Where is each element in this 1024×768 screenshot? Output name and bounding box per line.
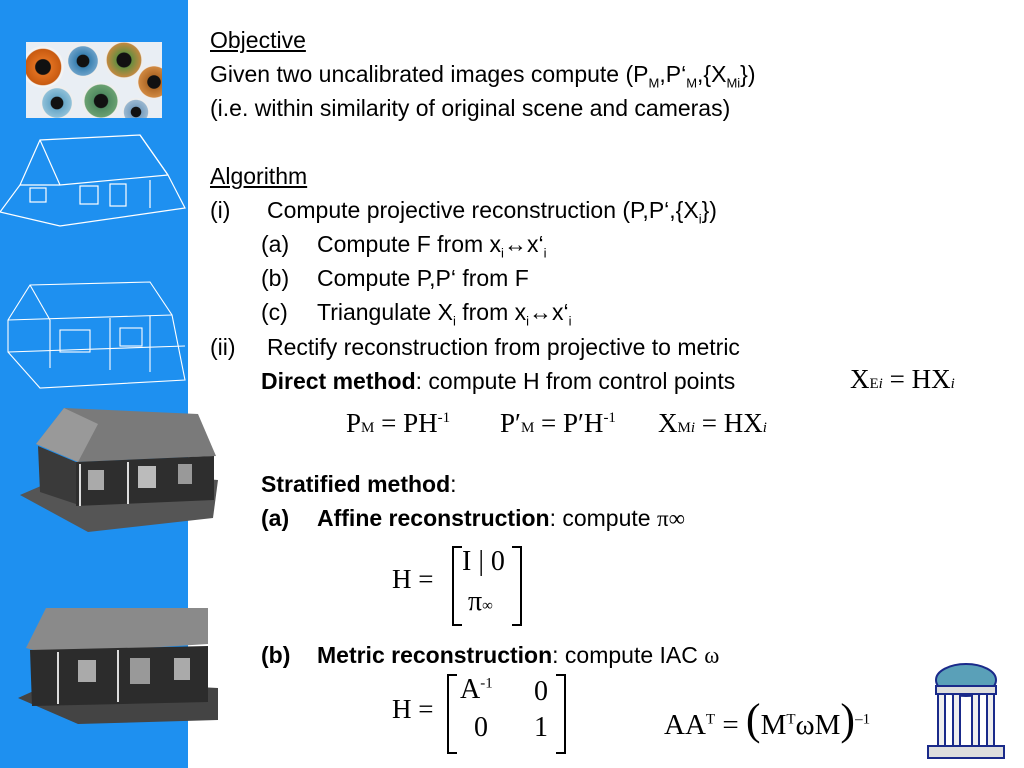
rotunda-logo (927, 663, 1005, 759)
xm-equation: XMi = HXi (658, 408, 767, 438)
h-metric-lhs: H = (392, 694, 434, 724)
pm-equation: PM = PH-1 (346, 408, 451, 438)
algorithm-heading: Algorithm (210, 163, 308, 189)
step-i-b: (b)Compute P,P‘ from F (261, 265, 529, 291)
h-affine-right-bracket (512, 546, 522, 626)
h-affine-lhs: H = (392, 564, 434, 594)
h-affine-row-1: I | 0 (462, 546, 505, 577)
affine-step: (a)Affine reconstruction: compute π∞ (261, 505, 685, 531)
house-photo-2 (18, 608, 218, 724)
ppm-equation: P′M = P′H-1 (500, 408, 616, 438)
step-ii: (ii)Rectify reconstruction from projecti… (210, 334, 740, 360)
h-metric-a11: A-1 (460, 674, 493, 705)
h-affine-left-bracket (452, 546, 462, 626)
objective-heading: Objective (210, 27, 306, 53)
h-metric-right-bracket (556, 674, 566, 754)
objective-line-1: Given two uncalibrated images compute (P… (210, 61, 756, 91)
aat-equation: AAT = (MTωM)–1 (664, 695, 871, 744)
step-i: (i)Compute projective reconstruction (P,… (210, 197, 717, 227)
house-wireframe-textured (7, 281, 186, 389)
step-i-a: (a)Compute F from xi↔x‘i (261, 231, 547, 261)
h-metric-a12: 0 (534, 676, 548, 707)
h-metric-a22: 1 (534, 712, 548, 743)
metric-step: (b)Metric reconstruction: compute IAC ω (261, 642, 720, 668)
control-equation: XEi = HXi (850, 364, 955, 394)
h-metric-a21: 0 (474, 712, 488, 743)
stratified-method: Stratified method: (261, 471, 457, 497)
objective-line-2: (i.e. within similarity of original scen… (210, 95, 731, 121)
direct-method: Direct method: compute H from control po… (261, 368, 736, 394)
h-affine-row-2: π∞ (468, 586, 493, 617)
eyes-photo (26, 42, 162, 118)
house-photo-1 (20, 408, 218, 532)
h-metric-left-bracket (447, 674, 457, 754)
step-i-c: (c)Triangulate Xi from xi↔x‘i (261, 299, 572, 329)
house-wireframe (0, 134, 186, 227)
